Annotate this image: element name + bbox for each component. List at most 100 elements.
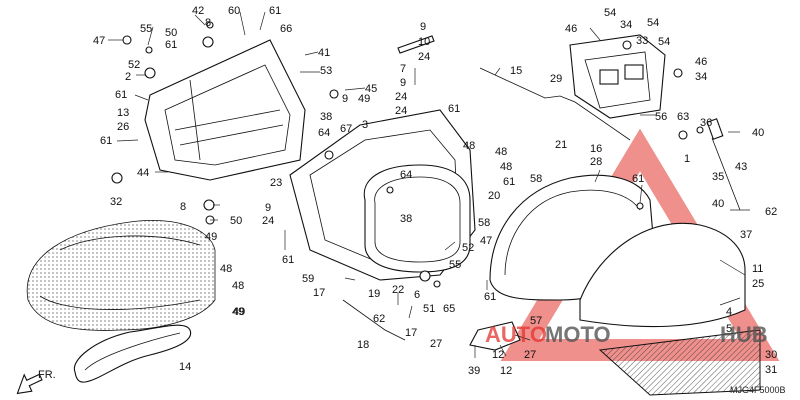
callout: 35 bbox=[712, 171, 724, 183]
callout: 13 bbox=[117, 107, 129, 119]
callout: 10 bbox=[418, 36, 430, 48]
callout: 4 bbox=[726, 306, 732, 318]
callout: 49 bbox=[233, 306, 245, 318]
callout: 47 bbox=[93, 35, 105, 47]
callout: 55 bbox=[449, 259, 461, 271]
callout: 9 bbox=[342, 93, 348, 105]
callout: 52 bbox=[128, 59, 140, 71]
callout: 61 bbox=[115, 89, 127, 101]
callout-labels: 47 55 52 2 61 13 26 61 50 61 42 8 60 61 … bbox=[93, 5, 777, 377]
callout: 62 bbox=[765, 206, 777, 218]
callout: 15 bbox=[510, 65, 522, 77]
callout: 9 bbox=[420, 21, 426, 33]
callout: 24 bbox=[418, 51, 430, 63]
callout: 48 bbox=[495, 146, 507, 158]
callout: 47 bbox=[480, 235, 492, 247]
callout: 31 bbox=[765, 364, 777, 376]
callout: 6 bbox=[414, 289, 420, 301]
carrier-bracket bbox=[569, 34, 666, 119]
callout: 54 bbox=[604, 7, 616, 19]
callout: 48 bbox=[463, 140, 475, 152]
callout: 49 bbox=[358, 93, 370, 105]
callout: 44 bbox=[137, 167, 149, 179]
callout: 18 bbox=[357, 339, 369, 351]
callout: 38 bbox=[320, 111, 332, 123]
callout: 9 bbox=[265, 202, 271, 214]
callout: 46 bbox=[565, 23, 577, 35]
callout: 21 bbox=[555, 139, 567, 151]
callout: 30 bbox=[765, 349, 777, 361]
callout: 19 bbox=[368, 288, 380, 300]
release-cable bbox=[342, 299, 406, 341]
callout: 57 bbox=[530, 315, 542, 327]
callout: 27 bbox=[430, 338, 442, 350]
callout: 40 bbox=[752, 127, 764, 139]
lid-frame bbox=[363, 164, 471, 273]
callout: 14 bbox=[179, 361, 191, 373]
callout: 48 bbox=[500, 161, 512, 173]
callout: 34 bbox=[695, 71, 707, 83]
callout: 61 bbox=[100, 135, 112, 147]
callout: 56 bbox=[655, 111, 667, 123]
callout: 24 bbox=[395, 91, 407, 103]
callout: 33 bbox=[636, 35, 648, 47]
callout: 12 bbox=[492, 349, 504, 361]
callout: 43 bbox=[735, 161, 747, 173]
svg-text:HUB: HUB bbox=[720, 322, 768, 347]
callout: 48 bbox=[220, 263, 232, 275]
callout: 16 bbox=[590, 143, 602, 155]
lid-damper bbox=[706, 118, 741, 211]
callout: 66 bbox=[280, 23, 292, 35]
callout: 20 bbox=[488, 190, 500, 202]
leader-lines bbox=[108, 11, 750, 358]
callout: 61 bbox=[269, 5, 281, 17]
callout: 58 bbox=[530, 173, 542, 185]
callout: 55 bbox=[140, 23, 152, 35]
inner-saddlebag-liner bbox=[144, 39, 306, 181]
front-arrow-label: FR. bbox=[38, 369, 56, 381]
callout: 59 bbox=[302, 273, 314, 285]
callout: 24 bbox=[395, 105, 407, 117]
callout: 61 bbox=[484, 291, 496, 303]
callout: 64 bbox=[400, 169, 412, 181]
callout: 60 bbox=[228, 5, 240, 17]
callout: 50 bbox=[165, 27, 177, 39]
callout: 9 bbox=[400, 77, 406, 89]
callout: 12 bbox=[500, 365, 512, 377]
callout: 61 bbox=[282, 254, 294, 266]
callout: 28 bbox=[590, 156, 602, 168]
release-rod bbox=[479, 67, 631, 141]
svg-text:MOTO: MOTO bbox=[545, 322, 611, 347]
callout: 40 bbox=[712, 198, 724, 210]
callout: 36 bbox=[700, 117, 712, 129]
callout: 46 bbox=[695, 56, 707, 68]
callout: 54 bbox=[647, 17, 659, 29]
callout: 17 bbox=[313, 287, 325, 299]
callout: 26 bbox=[117, 121, 129, 133]
front-direction-arrow: FR. bbox=[16, 369, 56, 395]
watermark-text: AUTO MOTO HUB bbox=[485, 322, 768, 347]
callout: 41 bbox=[318, 47, 330, 59]
callout: 34 bbox=[620, 19, 632, 31]
hinge-bracket bbox=[469, 321, 521, 351]
callout: 64 bbox=[318, 127, 330, 139]
callout: 22 bbox=[392, 284, 404, 296]
callout: 53 bbox=[320, 65, 332, 77]
callout: 58 bbox=[478, 217, 490, 229]
callout: 51 bbox=[423, 303, 435, 315]
callout: 17 bbox=[405, 327, 417, 339]
callout: 7 bbox=[400, 63, 406, 75]
callout: 8 bbox=[180, 201, 186, 213]
callout: 27 bbox=[524, 349, 536, 361]
callout: 8 bbox=[205, 17, 211, 29]
callout: 45 bbox=[365, 83, 377, 95]
callout: 54 bbox=[658, 36, 670, 48]
callout: 50 bbox=[230, 215, 242, 227]
callout: 61 bbox=[165, 39, 177, 51]
callout: 38 bbox=[400, 213, 412, 225]
callout: 61 bbox=[503, 176, 515, 188]
callout: 63 bbox=[677, 111, 689, 123]
callout: 39 bbox=[468, 365, 480, 377]
side-trim-panel bbox=[598, 329, 761, 396]
